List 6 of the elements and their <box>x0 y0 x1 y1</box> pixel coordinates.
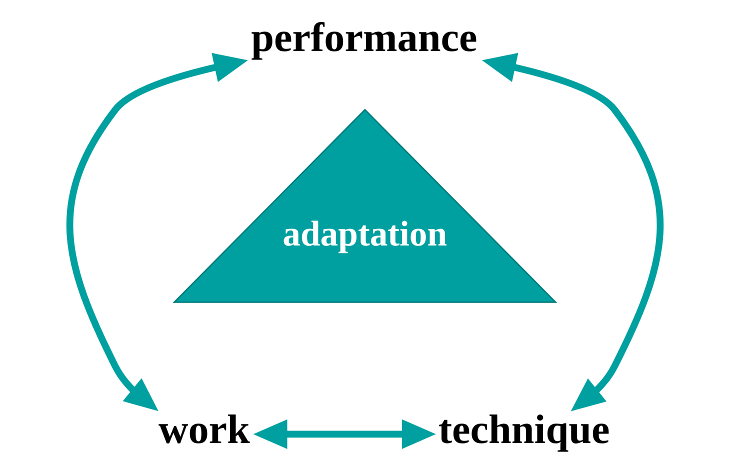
node-text: performance <box>251 14 478 60</box>
arrow <box>253 419 436 449</box>
node-text: technique <box>438 406 610 452</box>
node-text: work <box>158 406 250 452</box>
arrow <box>66 52 248 412</box>
arrow <box>482 52 664 412</box>
